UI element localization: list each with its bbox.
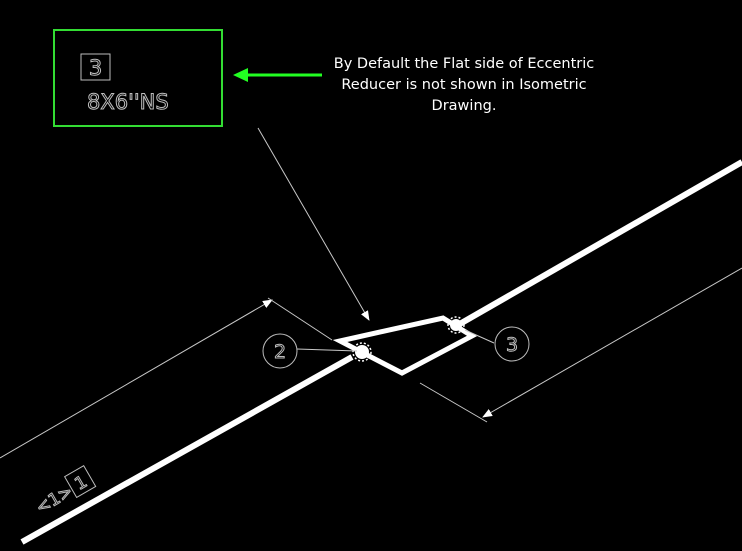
callout-highlight-box: [53, 29, 223, 127]
bubble-3-label: 3: [506, 334, 518, 356]
pipe-segment-upper: [456, 159, 742, 328]
bubble-2-label: 2: [274, 341, 286, 363]
bubble-3-leader: [464, 329, 495, 344]
dimension-upper-left: [0, 297, 333, 459]
annotation-note: By Default the Flat side of Eccentric Re…: [322, 54, 606, 117]
callout-tag-box: [80, 53, 111, 81]
note-line-2: Reducer is not shown in Isometric: [341, 77, 587, 93]
note-line-3: Drawing.: [431, 98, 497, 114]
bubble-2: 2: [262, 333, 298, 369]
weld-joint-left: [352, 342, 372, 362]
callout-tag: 3: [89, 56, 102, 80]
green-arrow-icon: [233, 68, 322, 82]
callout-size-label: 8X6''NS: [87, 90, 169, 114]
callout-leader-line: [257, 127, 370, 321]
pipe-line-tag-box: [63, 464, 97, 499]
pipe-segment-lower: [20, 354, 354, 545]
dimension-lower-right: [419, 267, 742, 423]
bubble-3: 3: [494, 326, 530, 362]
pipe-line-label: <1> 1: [32, 464, 97, 519]
note-line-1: By Default the Flat side of Eccentric: [333, 56, 595, 72]
eccentric-reducer-symbol: [332, 315, 478, 376]
weld-joint-right: [447, 316, 465, 334]
bubble-2-leader: [296, 348, 358, 352]
